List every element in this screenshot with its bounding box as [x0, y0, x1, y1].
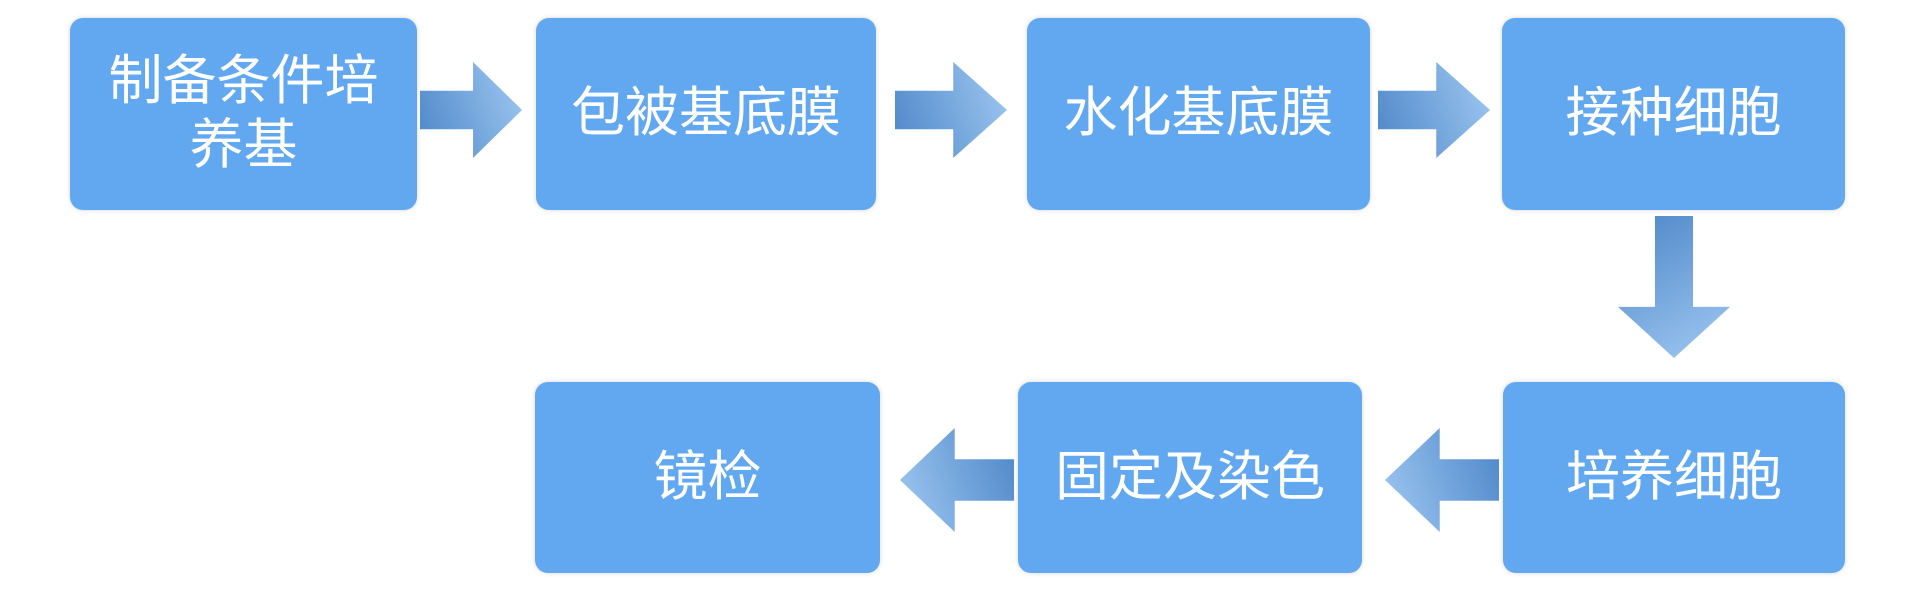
flow-arrow-right-icon [420, 62, 522, 158]
flow-step-coat-basement-membrane: 包被基底膜 [536, 18, 876, 210]
flow-arrow-left-icon [900, 428, 1014, 532]
flow-step-label: 包被基底膜 [571, 83, 841, 144]
flow-arrow-right-icon [895, 62, 1007, 158]
flow-step-fix-and-stain: 固定及染色 [1018, 382, 1362, 573]
flow-step-label: 水化基底膜 [1063, 83, 1334, 144]
flow-step-label: 接种细胞 [1565, 83, 1782, 144]
flow-step-label: 镜检 [653, 446, 762, 507]
flow-step-microscopy: 镜检 [535, 382, 880, 573]
flow-arrow-right-icon [1378, 62, 1490, 158]
flow-step-culture-cells: 培养细胞 [1503, 382, 1845, 573]
flow-arrow-left-icon [1385, 428, 1499, 532]
flow-step-hydrate-basement-membrane: 水化基底膜 [1027, 18, 1370, 210]
flow-step-label: 培养细胞 [1566, 446, 1782, 507]
flow-step-label: 制备条件培养基 [108, 51, 379, 175]
flow-step-seed-cells: 接种细胞 [1502, 18, 1845, 210]
flow-arrow-down-icon [1618, 216, 1730, 358]
flow-step-label: 固定及染色 [1055, 446, 1325, 507]
flow-step-prepare-conditioned-medium: 制备条件培养基 [70, 18, 417, 210]
